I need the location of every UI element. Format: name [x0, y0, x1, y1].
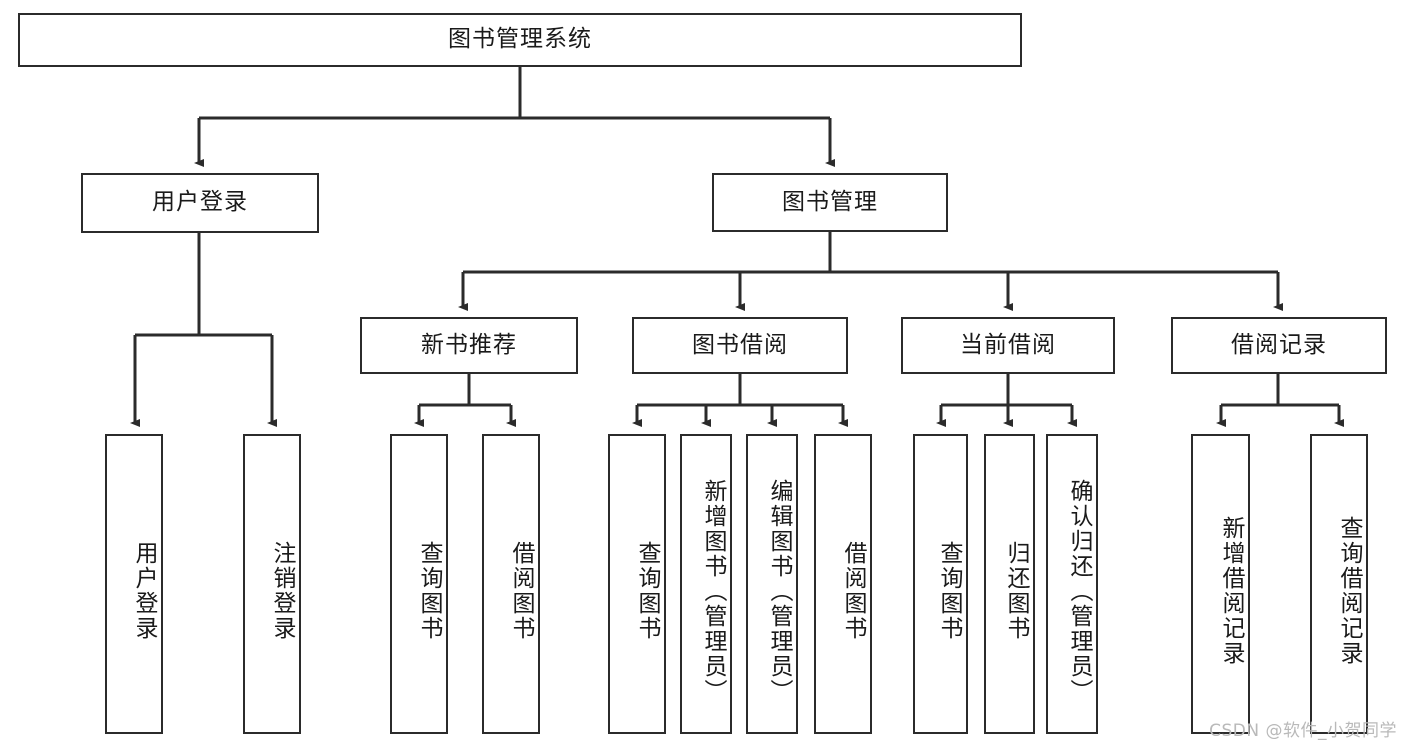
node-label: 编辑图书（管理员） — [766, 478, 792, 704]
node-label: 借阅记录 — [1231, 331, 1327, 358]
node-book-borrow[interactable]: 图书借阅 — [632, 317, 848, 374]
node-leaf-borrow-book-2[interactable]: 借阅图书 — [814, 434, 872, 734]
node-leaf-borrow-book-1[interactable]: 借阅图书 — [482, 434, 540, 734]
node-label: 新书推荐 — [421, 331, 517, 358]
node-leaf-logout-login[interactable]: 注销登录 — [243, 434, 301, 734]
node-label: 新增图书（管理员） — [700, 478, 726, 704]
node-leaf-add-book[interactable]: 新增图书（管理员） — [680, 434, 732, 734]
node-label: 图书借阅 — [692, 331, 788, 358]
node-leaf-confirm-return[interactable]: 确认归还（管理员） — [1046, 434, 1098, 734]
node-current-borrow[interactable]: 当前借阅 — [901, 317, 1115, 374]
node-leaf-query-borrow-record[interactable]: 查询借阅记录 — [1310, 434, 1368, 734]
node-label: 查询图书 — [936, 541, 962, 641]
node-label: 新增借阅记录 — [1218, 516, 1244, 666]
node-label: 当前借阅 — [960, 331, 1056, 358]
node-book-management-system[interactable]: 图书管理系统 — [18, 13, 1022, 67]
node-label: 图书管理 — [782, 188, 878, 215]
node-leaf-query-book-3[interactable]: 查询图书 — [913, 434, 968, 734]
node-label: 归还图书 — [1003, 541, 1029, 641]
node-new-book-recommend[interactable]: 新书推荐 — [360, 317, 578, 374]
watermark-text: CSDN @软件_小贺同学 — [1209, 721, 1397, 741]
node-label: 用户登录 — [152, 189, 248, 216]
node-book-management[interactable]: 图书管理 — [712, 173, 948, 232]
node-label: 查询借阅记录 — [1336, 516, 1362, 666]
node-label: 注销登录 — [269, 541, 295, 641]
node-leaf-return-book[interactable]: 归还图书 — [984, 434, 1035, 734]
node-leaf-user-login[interactable]: 用户登录 — [105, 434, 163, 734]
node-label: 图书管理系统 — [448, 26, 592, 53]
node-user-login[interactable]: 用户登录 — [81, 173, 319, 233]
node-leaf-edit-book[interactable]: 编辑图书（管理员） — [746, 434, 798, 734]
node-label: 确认归还（管理员） — [1066, 478, 1092, 704]
node-label: 借阅图书 — [508, 541, 534, 641]
node-leaf-query-book-1[interactable]: 查询图书 — [390, 434, 448, 734]
node-borrow-record[interactable]: 借阅记录 — [1171, 317, 1387, 374]
node-leaf-query-book-2[interactable]: 查询图书 — [608, 434, 666, 734]
node-label: 查询图书 — [634, 541, 660, 641]
node-leaf-add-borrow-record[interactable]: 新增借阅记录 — [1191, 434, 1250, 734]
node-label: 借阅图书 — [840, 541, 866, 641]
node-label: 查询图书 — [416, 541, 442, 641]
node-label: 用户登录 — [131, 541, 157, 641]
